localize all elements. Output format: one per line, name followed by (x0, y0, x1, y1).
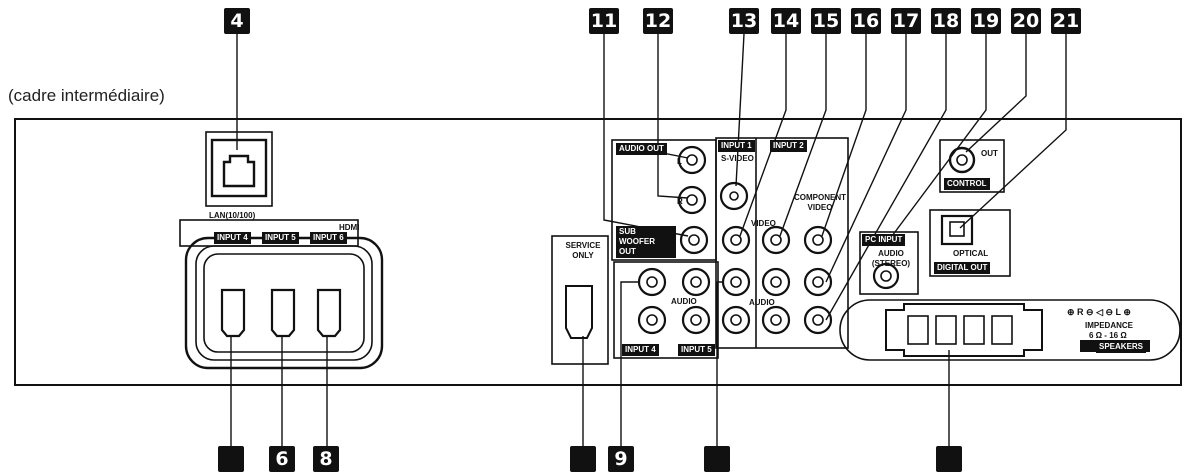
callout-4: 4 (224, 8, 250, 34)
callout-9: 9 (608, 446, 634, 472)
leader-lines-top (236, 33, 1067, 321)
audio-out-r-label: R (677, 197, 683, 206)
input2-label: INPUT 2 (770, 140, 807, 152)
input2-y-jack (761, 225, 791, 255)
callout-12: 12 (643, 8, 673, 34)
callout-15: 15 (811, 8, 841, 34)
control-out-label: OUT (981, 149, 998, 158)
svideo-jack (719, 181, 749, 211)
input1-audio-l-jack (721, 267, 751, 297)
callout-6: 6 (269, 446, 295, 472)
optical-port (940, 214, 974, 246)
input4-audio-r-jack (637, 305, 667, 335)
input45-audio-label: AUDIO (671, 297, 697, 306)
speaker-terminal-3 (963, 315, 985, 345)
callout-bottom-d (936, 446, 962, 472)
speaker-polarity-label: ⊕ R ⊖ ◁ ⊖ L ⊕ (1067, 307, 1131, 317)
lan-port-icon (222, 154, 256, 188)
service-only-label: SERVICE ONLY (565, 241, 601, 260)
input2-audio-l-jack (761, 267, 791, 297)
input2-pb-jack (803, 225, 833, 255)
hdmi-outer-frame (184, 236, 384, 370)
hdmi-input5-label: INPUT 5 (262, 232, 299, 244)
pc-audio-jack (872, 262, 900, 290)
input5-audio-l-jack (681, 267, 711, 297)
audio-out-label: AUDIO OUT (616, 143, 667, 155)
audio-out-l-jack (677, 145, 707, 175)
callout-17: 17 (891, 8, 921, 34)
impedance-value: 6 Ω - 16 Ω (1089, 331, 1127, 340)
impedance-label: IMPEDANCE (1085, 321, 1134, 330)
subwoofer-label: SUB WOOFER OUT (616, 226, 676, 258)
control-jack (948, 146, 976, 174)
rear-panel (14, 118, 1182, 386)
input1-video-jack (721, 225, 751, 255)
input5-audio-r-jack (681, 305, 711, 335)
speaker-terminal-block (885, 303, 1043, 357)
hdmi-socket-4 (220, 288, 246, 338)
pc-input-block (859, 231, 919, 295)
callout-bottom-a (218, 446, 244, 472)
input12-audio-label: AUDIO (749, 298, 775, 307)
leader-lines-bottom (230, 281, 950, 446)
input2-pr-jack (803, 267, 833, 297)
speaker-terminal-4 (991, 315, 1013, 345)
speaker-terminal-2 (935, 315, 957, 345)
speaker-terminal-1 (907, 315, 929, 345)
digital-out-block (929, 209, 1011, 277)
svideo-label: S-VIDEO (721, 154, 754, 163)
control-label: CONTROL (944, 178, 990, 190)
speakers-label: SPEAKERS (1096, 341, 1147, 353)
speaker-frame (839, 299, 1181, 361)
lan-port-outline (205, 131, 273, 207)
hdmi-inner-frame-2 (203, 253, 365, 353)
hdmi-inner-frame (195, 245, 373, 361)
input5-audio-label: INPUT 5 (678, 344, 715, 356)
optical-label: OPTICAL (953, 249, 989, 258)
callout-bottom-b (570, 446, 596, 472)
callout-bottom-c (704, 446, 730, 472)
audio-out-l-label: L (677, 157, 682, 166)
lan-label: LAN(10/100) (209, 211, 256, 220)
callout-13: 13 (729, 8, 759, 34)
callout-21: 21 (1051, 8, 1081, 34)
hdmi-input4-label: INPUT 4 (214, 232, 251, 244)
panel-caption: (cadre intermédiaire) (8, 86, 165, 105)
callout-18: 18 (931, 8, 961, 34)
subwoofer-jack (679, 225, 709, 255)
pc-audio-stereo-label: AUDIO (STEREO) (871, 249, 911, 268)
callout-20: 20 (1011, 8, 1041, 34)
input2-audio-r-jack (761, 305, 791, 335)
pc-input-label: PC INPUT (862, 234, 906, 246)
hdmi-socket-6 (316, 288, 342, 338)
callout-19: 19 (971, 8, 1001, 34)
hdmi-socket-5 (270, 288, 296, 338)
service-port-frame (551, 235, 609, 365)
input45-audio-block (613, 261, 719, 359)
input2-extra-jack (803, 305, 833, 335)
input12-block (715, 137, 849, 349)
input4-audio-label: INPUT 4 (622, 344, 659, 356)
input4-audio-l-jack (637, 267, 667, 297)
lan-port-socket (210, 138, 268, 198)
hdmi-label: HDMI (339, 223, 360, 232)
digital-out-label: DIGITAL OUT (934, 262, 991, 274)
component-video-label: COMPONENT VIDEO (794, 193, 846, 212)
control-block (939, 139, 1005, 193)
video-label: VIDEO (751, 219, 776, 228)
input1-audio-r-jack (721, 305, 751, 335)
hdmi-input6-label: INPUT 6 (310, 232, 347, 244)
callout-14: 14 (771, 8, 801, 34)
callout-16: 16 (851, 8, 881, 34)
service-port-dsub (565, 285, 593, 339)
callout-8: 8 (313, 446, 339, 472)
audio-out-r-jack (677, 185, 707, 215)
callout-11: 11 (589, 8, 619, 34)
input1-label: INPUT 1 (718, 140, 755, 152)
